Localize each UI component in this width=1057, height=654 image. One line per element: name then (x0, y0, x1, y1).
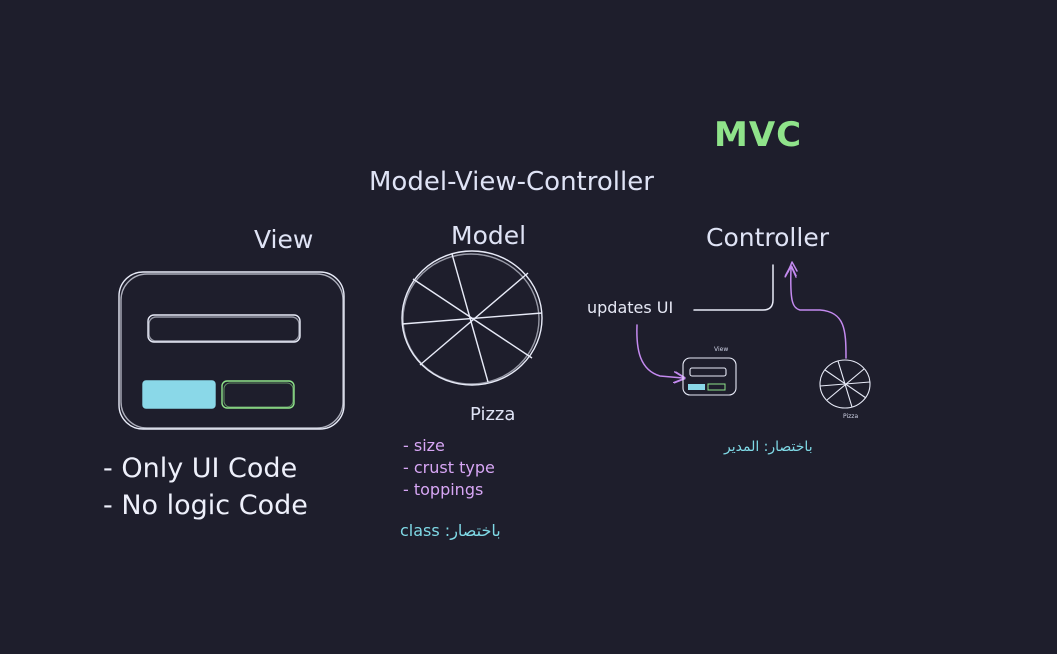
model-property-item: - toppings (403, 480, 484, 499)
mini-view-secondary-button (707, 383, 726, 391)
model-pizza-sketch (401, 250, 543, 386)
updates-ui-arrow (636, 324, 683, 378)
view-primary-button (142, 380, 216, 409)
mini-view-primary-button (688, 384, 705, 390)
controller-heading: Controller (706, 223, 829, 252)
mini-view-label: View (714, 346, 729, 353)
model-properties-list: - size - crust type - toppings (403, 438, 495, 504)
model-property-item: - size (403, 436, 445, 455)
updates-ui-label: updates UI (587, 298, 674, 317)
controller-summary: باختصار: المدير (724, 439, 813, 455)
mini-view-sketch (682, 357, 737, 396)
model-summary: باختصار: class (400, 521, 501, 540)
controller-to-view-line (693, 264, 774, 311)
mini-pizza-label: Pizza (843, 413, 859, 420)
view-note-item: - Only UI Code (103, 453, 298, 484)
view-notes-list: - Only UI Code - No logic Code (103, 455, 308, 529)
model-to-controller-arrow (791, 268, 847, 359)
diagram-subtitle: Model-View-Controller (369, 167, 654, 197)
view-note-item: - No logic Code (103, 490, 308, 521)
view-input-field (147, 314, 301, 343)
view-window-sketch (118, 271, 345, 430)
view-heading: View (254, 225, 314, 254)
pizza-label: Pizza (470, 404, 516, 425)
model-property-item: - crust type (403, 458, 495, 477)
model-heading: Model (451, 221, 527, 250)
diagram-title: MVC (714, 115, 803, 155)
view-secondary-button (221, 380, 295, 409)
mini-pizza-sketch (819, 359, 871, 409)
controller-connectors (636, 261, 847, 378)
